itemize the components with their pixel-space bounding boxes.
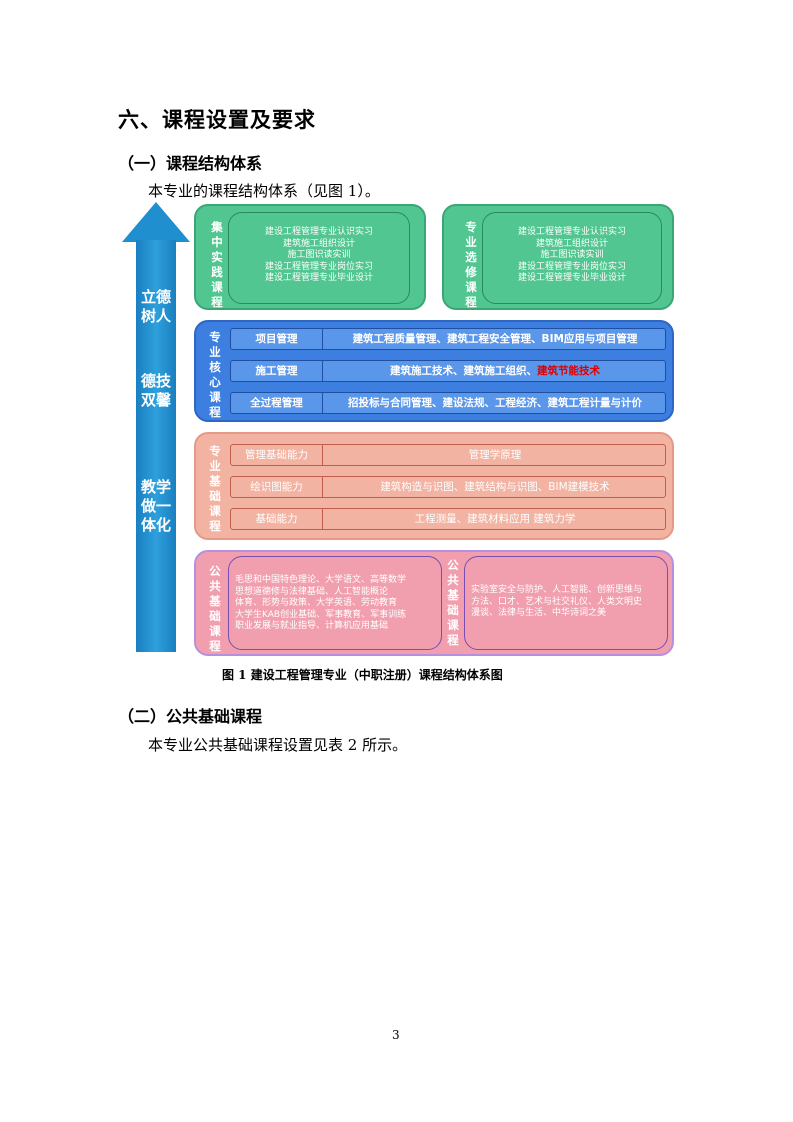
elective-box: 建设工程管理专业认识实习 建筑施工组织设计 施工图识读实训 建设工程管理专业岗位… xyxy=(482,212,662,304)
elective-panel: 专业选修课程 建设工程管理专业认识实习 建筑施工组织设计 施工图识读实训 建设工… xyxy=(442,204,674,310)
practice-item: 建筑施工组织设计 xyxy=(282,238,355,249)
elective-item: 施工图识读实训 xyxy=(540,250,604,260)
core-highlight-text: 建筑节能技术 xyxy=(537,365,600,377)
concentrated-practice-panel: 集中实践课程 建设工程管理专业认识实习 建筑施工组织设计 施工图识读实训 建设工… xyxy=(194,204,426,310)
elective-item: 建设工程管理专业岗位实习 xyxy=(517,261,626,272)
foundation-row-courses: 工程测量、建筑材料应用 建筑力学 xyxy=(414,513,576,525)
core-row-whole-process: 全过程管理 招投标与合同管理、建设法规、工程经济、建筑工程计量与计价 xyxy=(230,392,666,414)
core-row-name: 全过程管理 xyxy=(231,393,323,413)
public-courses-paragraph: 本专业公共基础课程设置见表 2 所示。 xyxy=(148,736,408,754)
public-required-box: 毛思和中国特色理论、大学语文、高等数学 思想道德修与法律基础、人工智能概论 体育… xyxy=(228,556,442,650)
elective-item: 建设工程管理专业认识实习 xyxy=(517,227,626,237)
foundation-row-courses: 管理学原理 xyxy=(468,449,522,461)
concentrated-practice-box: 建设工程管理专业认识实习 建筑施工组织设计 施工图识读实训 建设工程管理专业岗位… xyxy=(228,212,410,304)
public-required-line: 体育、形势与政策、大学英语、劳动教育 xyxy=(235,598,398,608)
public-elective-label: 公共基础课程 xyxy=(447,558,459,647)
elective-item: 建筑施工组织设计 xyxy=(535,238,608,249)
arrow-text-3: 教学做一体化 xyxy=(140,478,171,534)
core-row-construction-management: 施工管理 建筑施工技术、建筑施工组织、建筑节能技术 xyxy=(230,360,666,382)
subsection-title-1: （一）课程结构体系 xyxy=(118,154,263,173)
foundation-row-name: 绘识图能力 xyxy=(231,477,323,497)
core-row-name: 项目管理 xyxy=(231,329,323,349)
public-required-line: 职业发展与就业指导、计算机应用基础 xyxy=(235,621,389,631)
public-elective-line: 漫谈、法律与生活、中华诗词之美 xyxy=(471,608,607,618)
public-elective-box: 实验室安全与防护、人工智能、创新思维与 方法、口才、艺术与社交礼仪、人类文明史 … xyxy=(464,556,668,650)
core-courses-panel: 专业核心课程 项目管理 建筑工程质量管理、建筑工程安全管理、BIM应用与项目管理… xyxy=(194,320,674,422)
foundation-row-basic: 基础能力 工程测量、建筑材料应用 建筑力学 xyxy=(230,508,666,530)
public-courses-panel: 公共基础课程 毛思和中国特色理论、大学语文、高等数学 思想道德修与法律基础、人工… xyxy=(194,550,674,656)
course-structure-diagram: 立德树人 德技双馨 教学做一体化 集中实践课程 建设工程管理专业认识实习 建筑施… xyxy=(118,200,678,658)
practice-item: 建设工程管理专业认识实习 xyxy=(264,227,373,237)
core-row-name: 施工管理 xyxy=(231,361,323,381)
practice-item: 建设工程管理专业岗位实习 xyxy=(264,261,373,272)
practice-item: 建设工程管理专业毕业设计 xyxy=(264,273,373,283)
figure-caption: 图 1 建设工程管理专业（中职注册）课程结构体系图 xyxy=(222,668,503,682)
section-title: 六、课程设置及要求 xyxy=(118,107,316,132)
core-row-courses: 建筑工程质量管理、建筑工程安全管理、BIM应用与项目管理 xyxy=(323,329,667,349)
arrow-text-1: 立德树人 xyxy=(140,288,171,325)
arrow-text-2: 德技双馨 xyxy=(140,372,171,409)
arrow-head xyxy=(122,202,190,242)
public-required-line: 思想道德修与法律基础、人工智能概论 xyxy=(235,586,389,597)
public-required-line: 毛思和中国特色理论、大学语文、高等数学 xyxy=(235,575,407,585)
core-row-courses: 招投标与合同管理、建设法规、工程经济、建筑工程计量与计价 xyxy=(323,393,667,413)
core-label: 专业核心课程 xyxy=(209,330,221,419)
core-courses-text: 招投标与合同管理、建设法规、工程经济、建筑工程计量与计价 xyxy=(348,397,642,409)
public-required-line: 大学生KAB创业基础、军事教育、军事训练 xyxy=(235,609,407,620)
intro-paragraph: 本专业的课程结构体系（见图 1）。 xyxy=(148,182,380,200)
foundation-row-management: 管理基础能力 管理学原理 xyxy=(230,444,666,466)
core-row-project-management: 项目管理 建筑工程质量管理、建筑工程安全管理、BIM应用与项目管理 xyxy=(230,328,666,350)
core-row-courses: 建筑施工技术、建筑施工组织、建筑节能技术 xyxy=(323,361,667,381)
subsection-title-2: （二）公共基础课程 xyxy=(118,707,263,726)
practice-item: 施工图识读实训 xyxy=(287,250,351,260)
core-courses-text: 建筑施工技术、建筑施工组织、 xyxy=(390,365,537,377)
foundation-row-drawing: 绘识图能力 建筑构造与识图、建筑结构与识图、BIM建模技术 xyxy=(230,476,666,498)
foundation-row-name: 管理基础能力 xyxy=(231,445,323,465)
page-number: 3 xyxy=(392,1028,400,1042)
public-elective-line: 方法、口才、艺术与社交礼仪、人类文明史 xyxy=(471,596,643,607)
foundation-row-courses: 建筑构造与识图、建筑结构与识图、BIM建模技术 xyxy=(380,481,610,493)
concentrated-practice-label: 集中实践课程 xyxy=(211,220,223,309)
public-required-label: 公共基础课程 xyxy=(209,564,221,653)
core-courses-text: 建筑工程质量管理、建筑工程安全管理、BIM应用与项目管理 xyxy=(352,333,638,345)
arrow-shaft xyxy=(136,240,176,652)
foundation-label: 专业基础课程 xyxy=(209,444,221,533)
elective-label: 专业选修课程 xyxy=(465,220,477,309)
foundation-courses-panel: 专业基础课程 管理基础能力 管理学原理 绘识图能力 建筑构造与识图、建筑结构与识… xyxy=(194,432,674,540)
public-elective-line: 实验室安全与防护、人工智能、创新思维与 xyxy=(471,585,643,595)
elective-item: 建设工程管理专业毕业设计 xyxy=(517,273,626,283)
foundation-row-name: 基础能力 xyxy=(231,509,323,529)
